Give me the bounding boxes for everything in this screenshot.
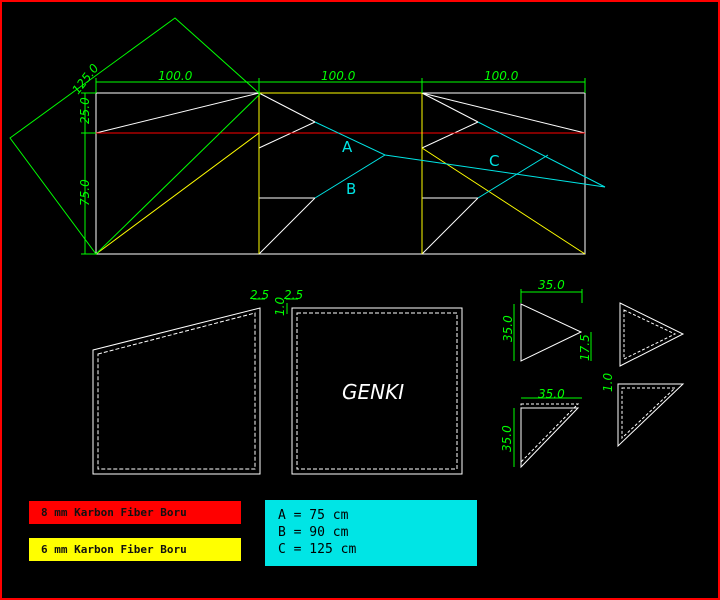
side-panel-genki [291, 307, 463, 475]
dim-2-5-right: 2.5 [284, 288, 303, 302]
top-view: A B C 125.0 100.0 100.0 100.0 25.0 75.0 [9, 17, 606, 255]
dim-35-bottom-height: 35.0 [500, 425, 514, 452]
dim-1-0-triangle: 1.0 [601, 373, 615, 392]
triangle-top [513, 289, 592, 362]
dimension-lines [9, 17, 586, 255]
dim-35-bottom-width: 35.0 [538, 387, 565, 401]
dim-100-mid: 100.0 [321, 69, 356, 83]
dim-2-5-left: 2.5 [250, 288, 269, 302]
legend-6mm-carbon-tube: 6 mm Karbon Fiber Boru [29, 538, 241, 561]
genki-logo-text: GENKI [342, 380, 404, 404]
triangle-right-top [619, 302, 685, 367]
rods-cyan [314, 121, 606, 199]
length-b: B = 90 cm [278, 525, 349, 540]
panel-outlines [95, 92, 586, 255]
length-c: C = 125 cm [278, 542, 357, 557]
dim-100-right: 100.0 [484, 69, 519, 83]
dim-75: 75.0 [78, 179, 92, 206]
label-a: A [342, 138, 353, 156]
label-c: C [489, 152, 499, 170]
dim-125: 125.0 [69, 61, 101, 97]
triangle-bottom [513, 397, 582, 469]
dim-35-top-width: 35.0 [538, 278, 565, 292]
side-panel-left [92, 307, 261, 475]
rods-6mm [95, 92, 586, 255]
length-a: A = 75 cm [278, 508, 349, 523]
panel-dimension-lines [253, 298, 298, 314]
dim-100-left: 100.0 [158, 69, 193, 83]
dim-35-top-height: 35.0 [501, 315, 515, 342]
rod-lengths-box: A = 75 cm B = 90 cm C = 125 cm [265, 500, 477, 566]
triangle-right-bottom [617, 383, 685, 448]
dim-17-5: 17.5 [578, 334, 592, 361]
legend-8mm-carbon-tube: 8 mm Karbon Fiber Boru [29, 501, 241, 524]
dim-25: 25.0 [78, 97, 92, 124]
dim-1-0-panel: 1.0 [273, 297, 287, 316]
label-b: B [346, 180, 356, 198]
